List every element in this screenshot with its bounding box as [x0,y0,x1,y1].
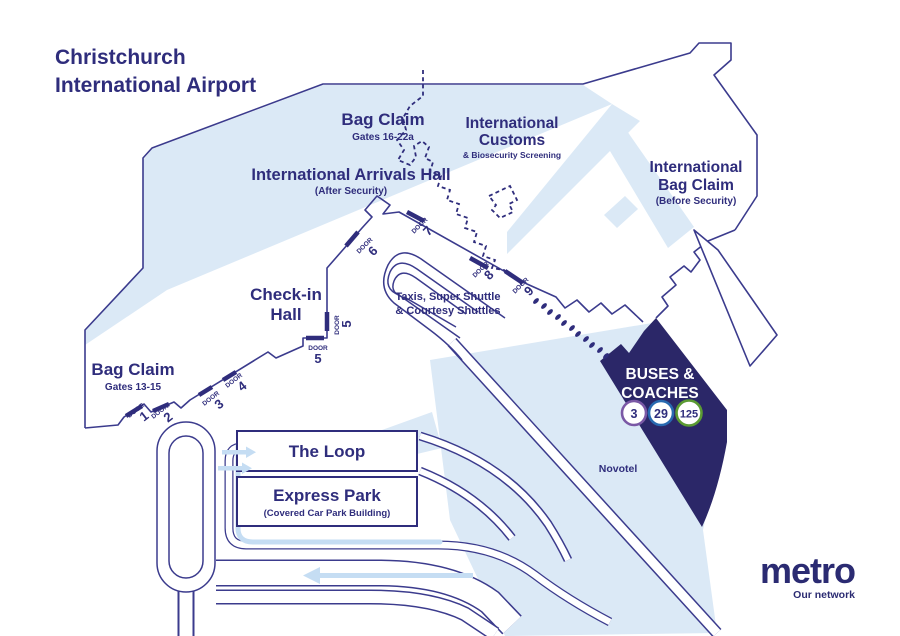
bus-route-number: 29 [654,407,668,421]
svg-text:6: 6 [365,243,381,259]
check-in-hall-title-1: Check-in [250,285,322,304]
metro-wordmark: metro [760,550,855,591]
door-3-tick [197,385,214,397]
taxis-label-1: Taxis, Super Shuttle [396,291,501,303]
bus-route-badge-29: 29 [647,399,675,427]
svg-text:5: 5 [339,320,354,327]
taxi-loop-inner [387,262,479,339]
door-4-tick [221,370,238,382]
bus-route-number: 125 [680,409,698,421]
svg-text:4: 4 [235,377,251,394]
express-park-sub: (Covered Car Park Building) [264,508,391,519]
taxis-label-2: & Courtesy Shuttles [395,305,500,317]
metro-logo: metro Our network [760,550,856,601]
intl-bagclaim-blue-chevron [598,131,694,248]
svg-text:DOOR: DOOR [308,345,328,352]
concourse-band [85,85,612,345]
terminal-outline-landside [84,195,644,429]
bag-claim-16-title: Bag Claim [341,110,424,129]
check-in-hall-title-2: Hall [270,305,301,324]
bag-claim-13-sub: Gates 13-15 [105,382,162,393]
door-2-tick [152,401,170,414]
intl-bagclaim-title-1: International [649,159,742,176]
road-loop-exit-upper [418,431,573,562]
loop-route-guide [235,443,443,545]
express-park-label: Express Park [273,486,381,505]
pier-building [693,229,778,367]
terminal-outline-east-steps [655,229,736,319]
intl-bagclaim-sub: (Before Security) [656,196,737,207]
intl-customs-title-2: Customs [479,132,545,149]
svg-text:2: 2 [161,409,176,425]
door-6: DOOR 6 [356,236,381,259]
terminal-outline-top [84,42,758,428]
svg-text:3: 3 [212,396,227,412]
taxi-loop-outer [382,252,506,361]
door-5-lower: DOOR 5 [308,345,328,366]
door-1-tick [124,404,144,418]
buses-coaches-label-1: BUSES & [626,366,695,383]
bus-route-badge-3: 3 [620,399,648,427]
intl-customs-title-1: International [465,115,558,132]
loop-entry-arrow-1 [222,446,256,458]
svg-text:5: 5 [314,351,321,366]
door-3: DOOR 3 [201,390,227,412]
novotel-label: Novotel [599,463,638,475]
bag-claim-16-sub: Gates 16-22a [352,132,414,143]
map-title-line2: International Airport [55,74,256,97]
svg-text:DOOR: DOOR [334,315,341,335]
terminal-outline [84,42,778,429]
road-lower-horizontal [216,589,500,636]
customs-dashed-boundary [395,70,519,277]
door-7-tick [405,210,426,223]
customs-dashed-room [487,184,519,220]
bus-route-badge-125: 125 [675,399,703,427]
loop-entry-arrow-2 [218,462,252,474]
buses-coaches-panel: BUSES & COACHES 3 29 125 [600,318,727,527]
intl-bagclaim-title-2: Bag Claim [658,177,734,194]
access-road-diagonal [447,337,722,636]
intl-arrivals-title: International Arrivals Hall [251,166,450,184]
express-park-box: Express Park (Covered Car Park Building) [236,476,418,527]
blue-patch-door9 [604,196,638,228]
exit-road-arrow [303,567,473,584]
footprints-trail [533,298,609,359]
door-9-tick [503,269,525,285]
door-5-side: DOOR 5 [334,315,354,335]
the-loop-box: The Loop [236,430,418,472]
map-title-line1: Christchurch [55,46,186,69]
door-6-tick [344,230,360,248]
intl-arrivals-sub: (After Security) [315,186,387,197]
svg-text:8: 8 [481,267,497,283]
road-loop-exit-lower [418,466,516,541]
intl-customs-sub: & Biosecurity Screening [463,150,561,160]
bus-route-number: 3 [631,407,638,421]
map-title: Christchurch International Airport [55,46,256,97]
taxi-loop-island [392,272,467,328]
bag-claim-13-title: Bag Claim [91,360,174,379]
metro-tagline: Our network [793,589,855,601]
door-ticks [124,210,525,418]
area-labels: Bag Claim Gates 16-22a International Cus… [91,110,742,475]
door-8: DOOR 8 [472,260,497,283]
door-8-tick [468,256,490,270]
buses-coaches-label-2: COACHES [621,385,699,402]
road-express-park-loop [224,442,613,626]
the-loop-label: The Loop [289,442,365,461]
recirculation-loop-road [156,421,216,593]
taxi-pickup-loop [382,252,506,361]
flow-arrows [218,446,473,584]
